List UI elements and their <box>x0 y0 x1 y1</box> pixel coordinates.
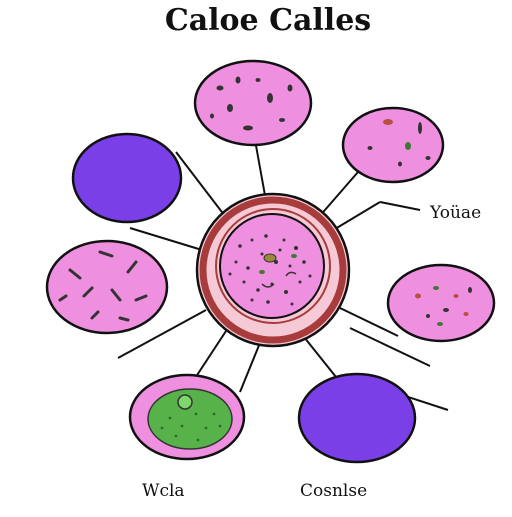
line-bottom-center <box>239 337 263 393</box>
cell-upper-left-purple <box>71 132 183 224</box>
diagram-title: Caloe Calles <box>165 3 371 38</box>
line-left-cell <box>129 227 203 251</box>
line-right-cell <box>339 307 399 337</box>
line-right-label-tail <box>379 201 421 211</box>
cell-left-granules <box>58 250 148 322</box>
cell-right <box>386 263 496 343</box>
cell-upper-right-body <box>341 106 445 184</box>
cell-bottom-left-cytoplasm <box>147 388 233 450</box>
label-bottom-right: Cosnlse <box>300 481 367 501</box>
cell-left <box>45 239 169 335</box>
cell-upper-right-granules <box>367 119 431 167</box>
cell-center-organelles <box>259 253 297 288</box>
line-left-lower <box>117 309 207 359</box>
cell-bottom-right-purple <box>297 372 417 464</box>
cell-right-granules <box>415 286 472 326</box>
cell-top <box>193 59 313 147</box>
cell-center-nucleus <box>219 213 325 319</box>
cell-center-ring <box>199 196 347 344</box>
cell-bottom-left <box>128 373 246 461</box>
cell-center <box>195 192 351 348</box>
line-upper-left-cell <box>175 151 229 221</box>
cell-right-body <box>386 263 496 343</box>
cell-top-granules <box>210 76 293 131</box>
cell-bottom-left-texture <box>160 412 222 442</box>
cell-bottom-left-nucleus <box>177 394 193 410</box>
line-right-lower <box>349 327 431 367</box>
cell-upper-right <box>341 106 445 184</box>
line-bottom-right-cell <box>299 331 341 383</box>
cell-left-body <box>45 239 169 335</box>
line-upper-right-cell <box>317 171 359 219</box>
cell-top-body <box>193 59 313 147</box>
label-right: Yoüae <box>429 203 481 223</box>
label-bottom-left: Wcla <box>142 481 185 501</box>
